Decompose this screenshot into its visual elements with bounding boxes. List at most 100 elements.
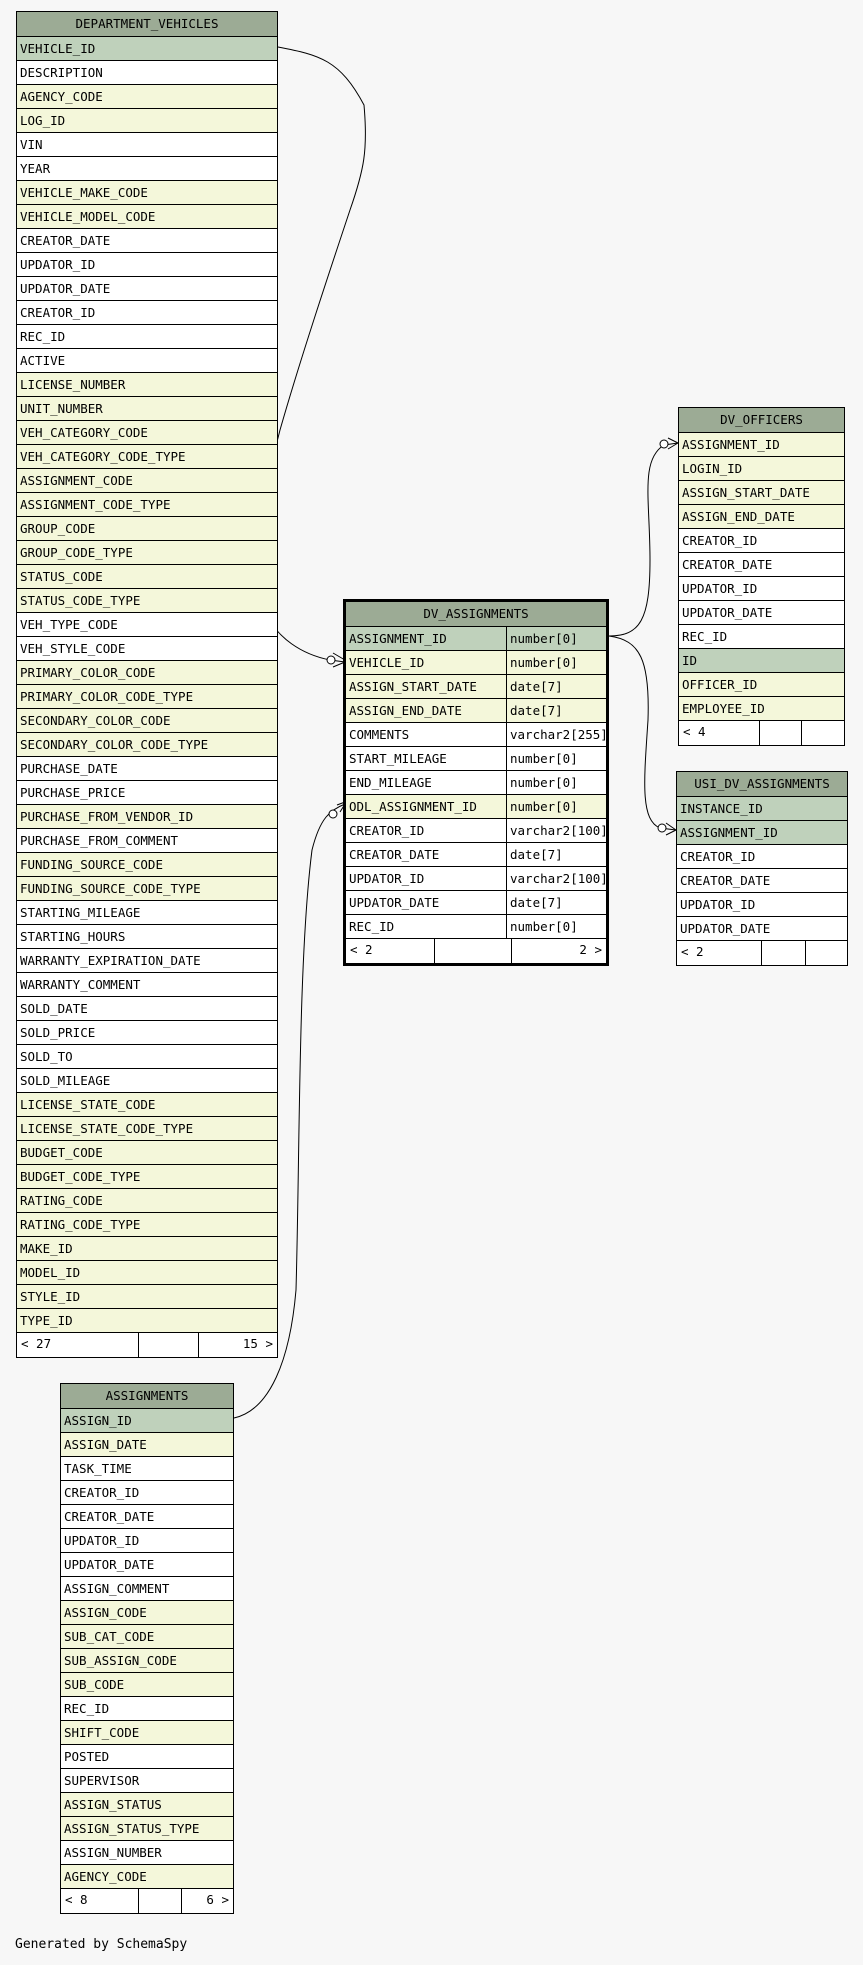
column-row: UPDATOR_ID: [677, 893, 847, 917]
column-row: SOLD_DATE: [17, 997, 277, 1021]
column-row: CREATOR_ID: [677, 845, 847, 869]
column-name: SUPERVISOR: [64, 1773, 140, 1788]
column-row: TYPE_ID: [17, 1309, 277, 1333]
column-name: AGENCY_CODE: [64, 1869, 147, 1884]
edge-assign-id: [233, 803, 346, 1419]
column-name: ASSIGN_START_DATE: [349, 679, 477, 694]
column-type: varchar2[100]: [506, 867, 606, 890]
column-type: number[0]: [506, 795, 606, 818]
column-row: LOGIN_ID: [679, 457, 844, 481]
column-row: CREATOR_DATE: [17, 229, 277, 253]
column-name: OFFICER_ID: [682, 677, 758, 692]
column-name: WARRANTY_COMMENT: [20, 977, 141, 992]
column-row: YEAR: [17, 157, 277, 181]
column-name: END_MILEAGE: [349, 775, 432, 790]
column-name: AGENCY_CODE: [20, 89, 103, 104]
column-row: FUNDING_SOURCE_CODE: [17, 853, 277, 877]
column-name: RATING_CODE: [20, 1193, 103, 1208]
column-name: VEHICLE_ID: [349, 655, 425, 670]
column-name: RATING_CODE_TYPE: [20, 1217, 141, 1232]
column-row: ID: [679, 649, 844, 673]
column-row: UPDATOR_DATE: [679, 601, 844, 625]
column-row: SUB_ASSIGN_CODE: [61, 1649, 233, 1673]
table-footer: < 27 15 >: [17, 1333, 277, 1357]
column-row: SECONDARY_COLOR_CODE_TYPE: [17, 733, 277, 757]
column-name: SHIFT_CODE: [64, 1725, 140, 1740]
column-name: ASSIGNMENT_CODE_TYPE: [20, 497, 171, 512]
column-type: number[0]: [506, 771, 606, 794]
column-row: VEHICLE_MODEL_CODE: [17, 205, 277, 229]
column-name: SECONDARY_COLOR_CODE_TYPE: [20, 737, 209, 752]
column-row: BUDGET_CODE: [17, 1141, 277, 1165]
column-name: COMMENTS: [349, 727, 410, 742]
column-name: UPDATOR_ID: [20, 257, 96, 272]
column-row: ASSIGN_CODE: [61, 1601, 233, 1625]
column-name: TYPE_ID: [20, 1313, 73, 1328]
column-name: GROUP_CODE: [20, 521, 96, 536]
column-name: CREATOR_ID: [20, 305, 96, 320]
column-name: ASSIGNMENT_ID: [349, 631, 447, 646]
column-row: PURCHASE_DATE: [17, 757, 277, 781]
column-row: SUB_CODE: [61, 1673, 233, 1697]
column-name: REC_ID: [349, 919, 395, 934]
edge-optional-marker: [328, 809, 338, 819]
footer-parent-count: < 2: [681, 944, 704, 959]
column-type: date[7]: [506, 675, 606, 698]
column-name: STATUS_CODE_TYPE: [20, 593, 141, 608]
column-row: SUPERVISOR: [61, 1769, 233, 1793]
column-row: UPDATOR_ID: [679, 577, 844, 601]
column-row: FUNDING_SOURCE_CODE_TYPE: [17, 877, 277, 901]
column-name: SOLD_TO: [20, 1049, 73, 1064]
column-name: UPDATOR_DATE: [680, 921, 771, 936]
column-type: varchar2[100]: [506, 819, 606, 842]
column-row: STATUS_CODE_TYPE: [17, 589, 277, 613]
column-name: VEHICLE_ID: [20, 41, 96, 56]
table-title: DEPARTMENT_VEHICLES: [17, 12, 277, 37]
column-row: VEH_CATEGORY_CODE_TYPE: [17, 445, 277, 469]
column-name: VEHICLE_MODEL_CODE: [20, 209, 156, 224]
footer-middle: [138, 1889, 181, 1913]
column-row: DESCRIPTION: [17, 61, 277, 85]
table-title: ASSIGNMENTS: [61, 1384, 233, 1409]
column-name: CREATOR_DATE: [64, 1509, 155, 1524]
column-type: varchar2[255]: [506, 723, 606, 746]
column-name: LICENSE_STATE_CODE_TYPE: [20, 1121, 194, 1136]
column-row: VEH_STYLE_CODE: [17, 637, 277, 661]
column-name: BUDGET_CODE: [20, 1145, 103, 1160]
column-row: AGENCY_CODE: [61, 1865, 233, 1889]
column-row: OFFICER_ID: [679, 673, 844, 697]
column-row: UPDATOR_DATE: [17, 277, 277, 301]
column-row: COMMENTS varchar2[255]: [346, 723, 606, 747]
table-department-vehicles: DEPARTMENT_VEHICLES VEHICLE_ID DESCRIPTIO…: [16, 11, 278, 1358]
column-row: UPDATOR_ID: [17, 253, 277, 277]
footer-middle: [761, 941, 805, 965]
column-name: WARRANTY_EXPIRATION_DATE: [20, 953, 201, 968]
column-row: VEH_TYPE_CODE: [17, 613, 277, 637]
column-name: SECONDARY_COLOR_CODE: [20, 713, 171, 728]
column-name: MODEL_ID: [20, 1265, 81, 1280]
column-name: CREATOR_DATE: [349, 847, 440, 862]
column-row: VEHICLE_MAKE_CODE: [17, 181, 277, 205]
column-row: CREATOR_ID: [61, 1481, 233, 1505]
column-name: UNIT_NUMBER: [20, 401, 103, 416]
table-title: DV_ASSIGNMENTS: [346, 602, 606, 627]
column-name: ASSIGN_CODE: [64, 1605, 147, 1620]
column-name: ID: [682, 653, 698, 668]
column-type: date[7]: [506, 891, 606, 914]
column-name: SUB_CODE: [64, 1677, 125, 1692]
edge-crow-foot: [667, 437, 679, 450]
column-row: SUB_CAT_CODE: [61, 1625, 233, 1649]
column-row: PRIMARY_COLOR_CODE_TYPE: [17, 685, 277, 709]
edge-crow-foot: [665, 822, 677, 836]
column-type: date[7]: [506, 843, 606, 866]
column-row: ASSIGN_COMMENT: [61, 1577, 233, 1601]
column-type: date[7]: [506, 699, 606, 722]
column-row: POSTED: [61, 1745, 233, 1769]
edge-usi-assignment-id: [608, 635, 677, 831]
